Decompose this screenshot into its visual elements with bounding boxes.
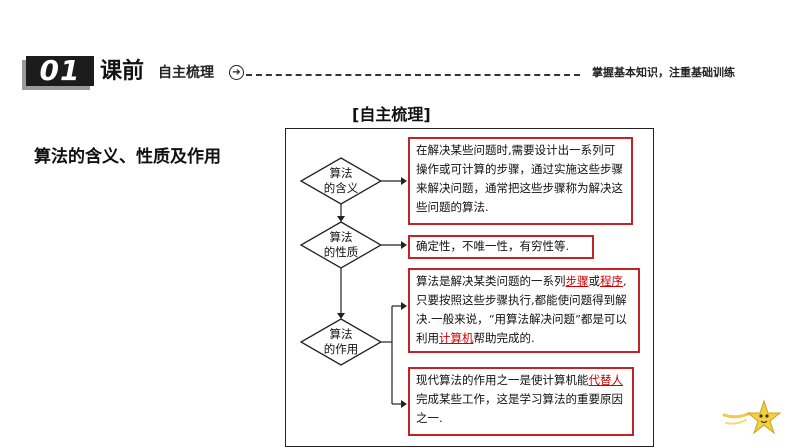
node-role-label: 算法 的作用 [311,327,371,357]
node-meaning-label: 算法 的含义 [311,166,371,196]
definition-box: 在解决某些问题时,需要设计出一系列可操作或可计算的步骤，通过实施这些步骤来解决问… [408,137,633,225]
node-label-line: 的作用 [323,342,359,356]
node-label-line: 算法 [329,230,353,244]
banner-sub-label: 自主梳理 [158,65,214,81]
highlight-replace-human: 代替人 [588,373,624,387]
node-label-line: 的性质 [323,245,359,259]
banner-main-label: 课前 [100,59,145,84]
diamond-node-role [299,318,383,366]
highlight-steps: 步骤 [565,274,589,288]
box-text: ,只要按照这些步骤执行,都能使问题得到解决.一般来说，“用算法解决问题”都是可以… [416,274,627,345]
chapter-banner: 01 课前 自主梳理 ➔ 掌握基本知识，注重基础训练 [0,54,794,92]
arrow-circle-icon: ➔ [229,65,244,80]
property-box: 确定性，不唯一性，有穷性等. [408,235,594,259]
highlight-computer: 计算机 [439,331,474,345]
box-text: 或 [588,274,601,288]
dashed-divider [246,74,580,76]
chapter-number: 01 [26,56,94,86]
node-label-line: 的含义 [323,181,359,195]
section-title: [自主梳理] [352,105,431,124]
topic-title: 算法的含义、性质及作用 [34,147,221,167]
box-text: 现代算法的作用之一是使计算机能 [416,373,589,387]
highlight-program: 程序 [600,274,623,288]
node-property-label: 算法 的性质 [311,230,371,260]
node-label-line: 算法 [329,327,353,341]
role-box-2: 现代算法的作用之一是使计算机能代替人完成某些工作，这是学习算法的重要原因之一. [408,367,634,436]
star-decoration-icon [722,399,782,435]
box-text: 完成某些工作，这是学习算法的重要原因之一. [416,392,623,425]
box-text: 帮助完成的. [473,331,535,345]
box-text: 算法是解决某类问题的一系列 [416,274,566,288]
role-box-1: 算法是解决某类问题的一系列步骤或程序,只要按照这些步骤执行,都能使问题得到解决.… [408,268,640,353]
banner-right-text: 掌握基本知识，注重基础训练 [592,66,735,79]
node-label-line: 算法 [329,166,353,180]
